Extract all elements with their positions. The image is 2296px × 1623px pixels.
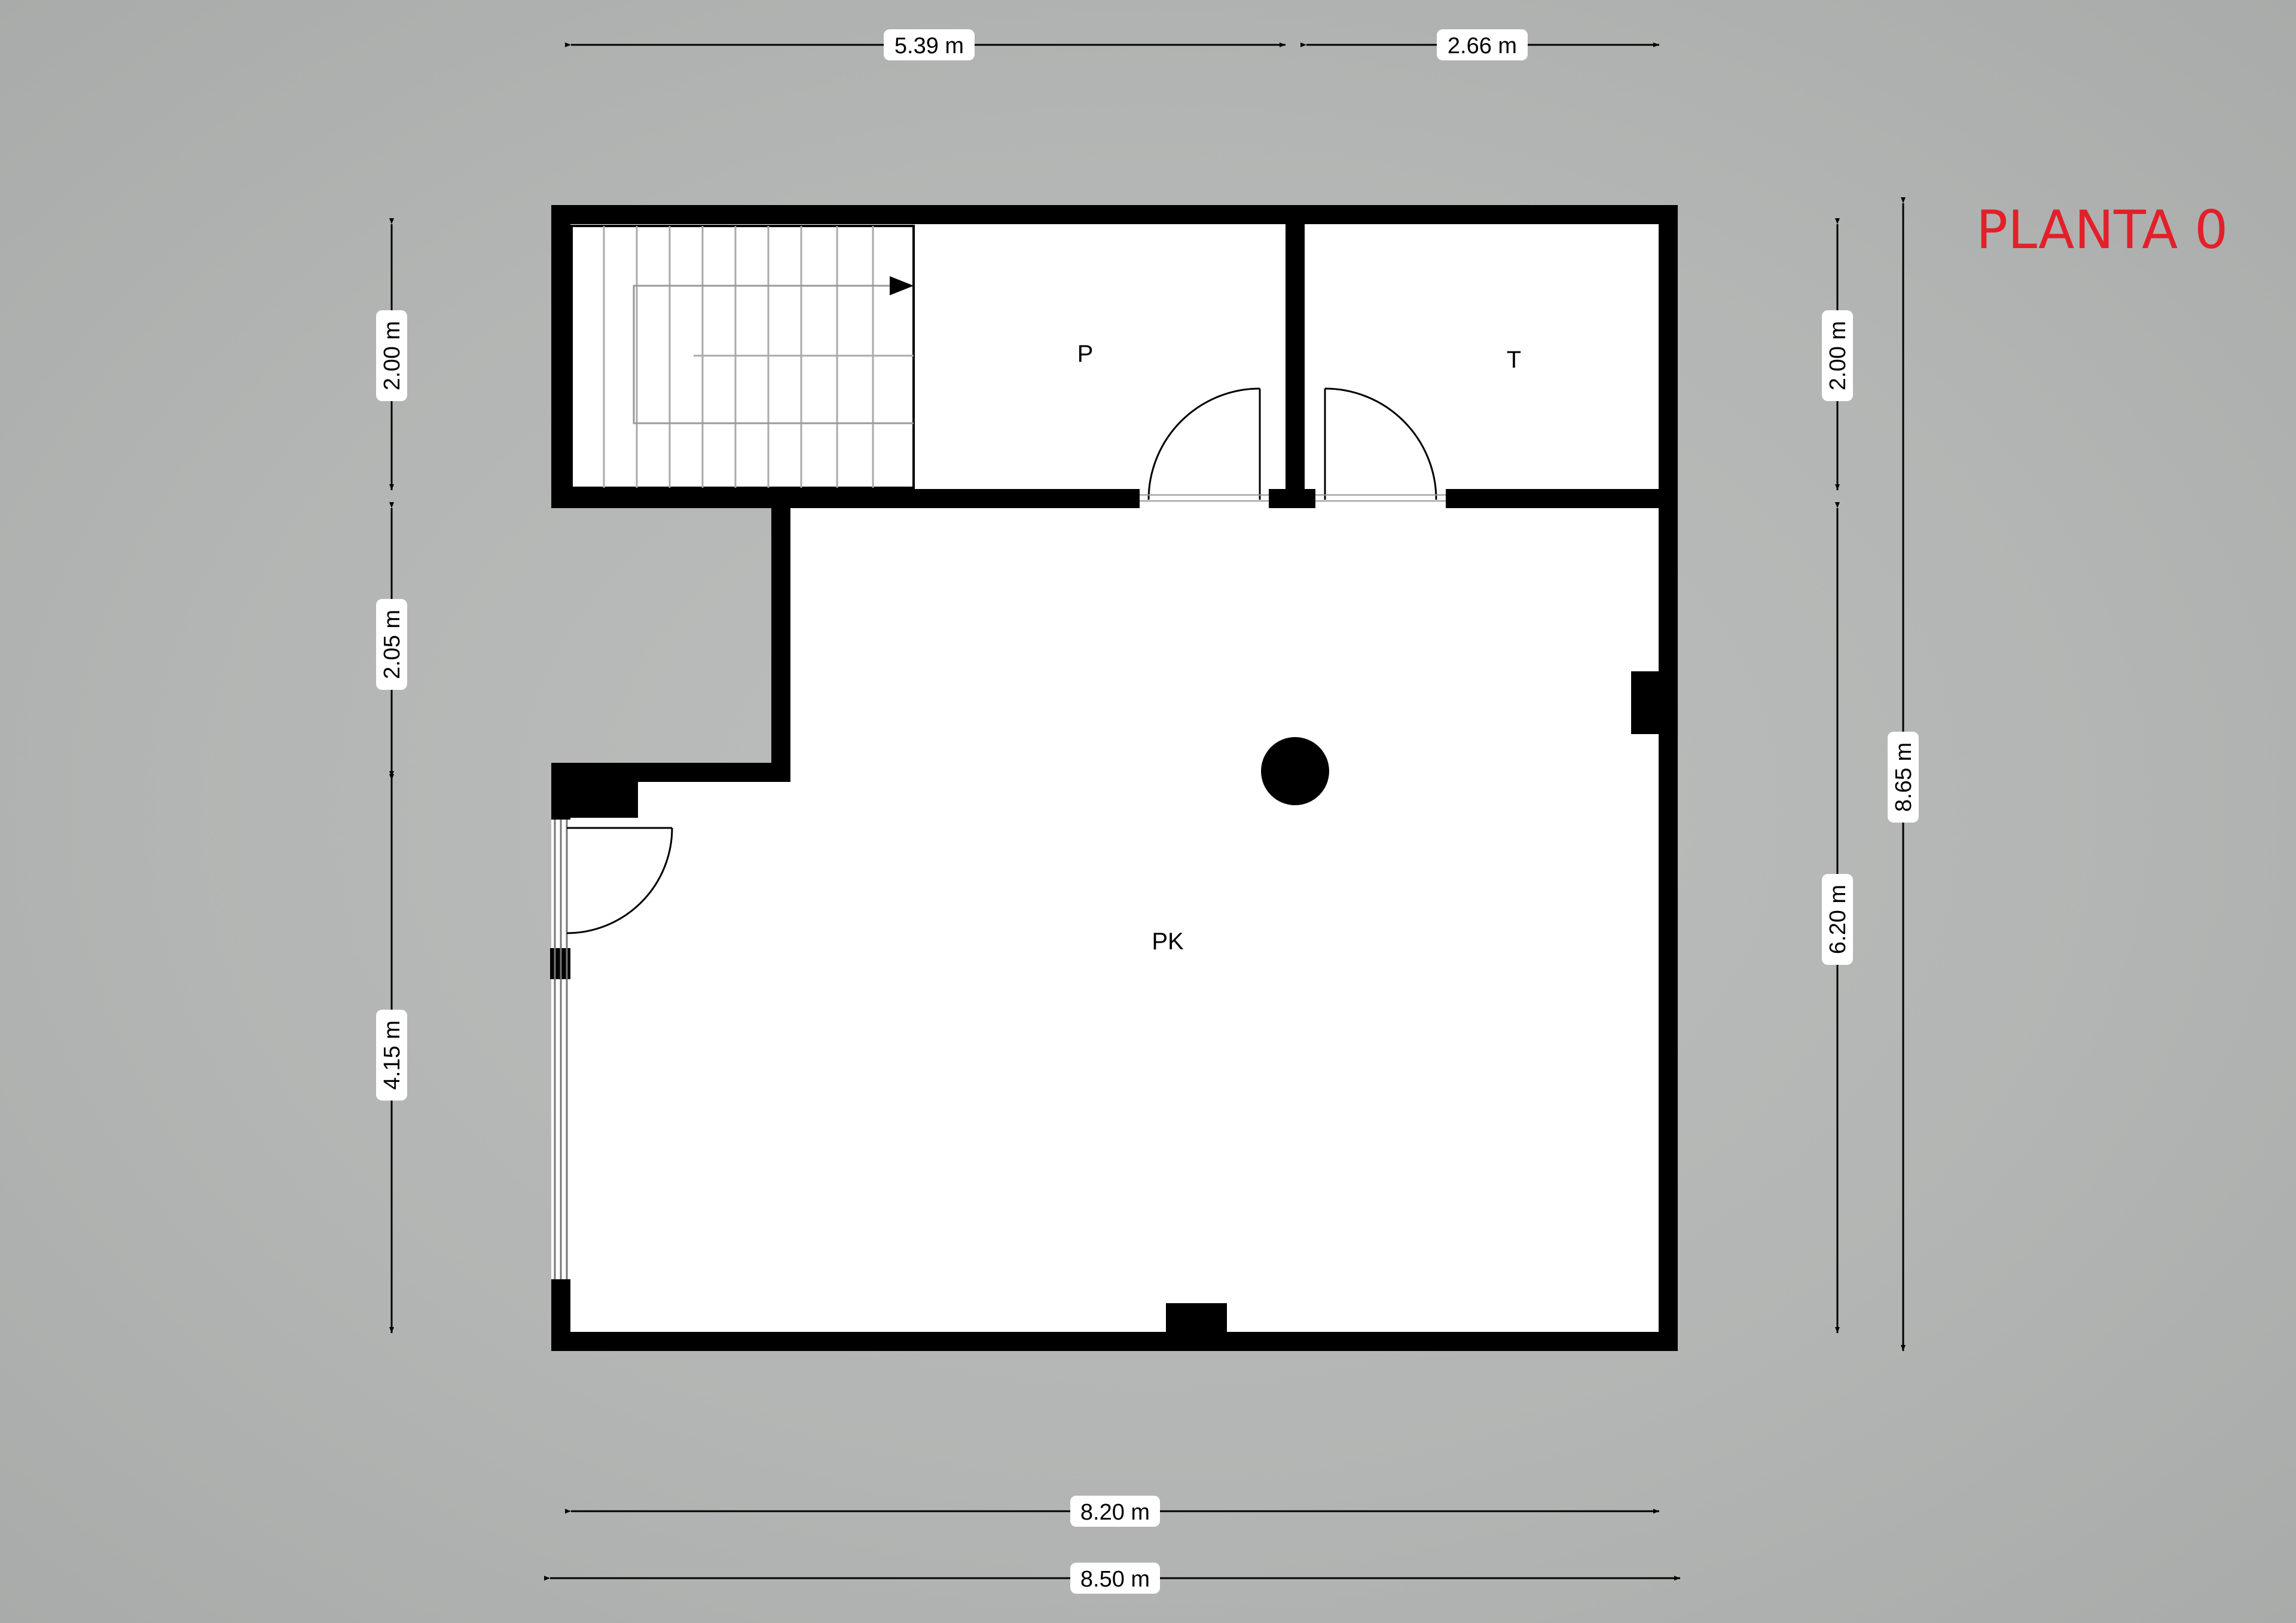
dim-right-upper: 2.00 m [1825, 321, 1851, 390]
room-label-p: P [1077, 341, 1094, 367]
door-pk-entrance [566, 827, 673, 934]
dim-top-left: 5.39 m [894, 33, 964, 59]
dim-right-total: 8.65 m [1891, 742, 1916, 812]
room-label-t: T [1507, 347, 1521, 373]
dim-left-upper: 2.00 m [380, 321, 405, 390]
dim-left-lower: 4.15 m [380, 1020, 405, 1090]
walls [550, 205, 1678, 1351]
staircase [570, 225, 915, 489]
dimension-labels: 5.39 m 2.66 m 2.00 m 2.05 m 4.15 m 2.00 … [376, 29, 1919, 1594]
dim-right-lower: 6.20 m [1825, 885, 1851, 954]
dim-top-right: 2.66 m [1448, 33, 1517, 59]
door-t [1315, 387, 1446, 502]
dim-bottom-inner: 8.20 m [1080, 1500, 1150, 1525]
door-p [1140, 387, 1269, 502]
room-label-pk: PK [1152, 928, 1184, 955]
floor-title: PLANTA 0 [1976, 199, 2228, 261]
dim-left-middle: 2.05 m [380, 610, 405, 679]
left-window [554, 820, 568, 1279]
structural-column [1261, 737, 1329, 805]
dim-bottom-outer: 8.50 m [1080, 1567, 1150, 1592]
